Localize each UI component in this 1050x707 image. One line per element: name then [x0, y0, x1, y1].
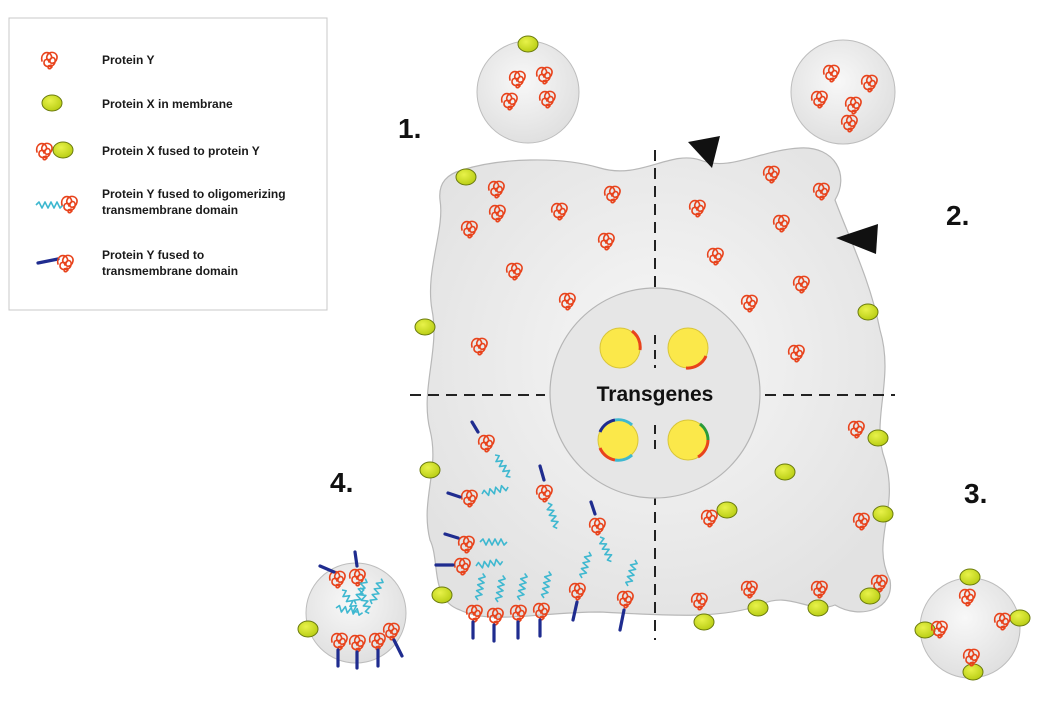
legend-label-x-fused-y: Protein X fused to protein Y: [102, 144, 260, 158]
transgene-3: [597, 418, 639, 462]
arrowhead-2: [836, 224, 878, 254]
legend-icon-y-tm: [36, 254, 74, 273]
transgene-4: [667, 419, 710, 461]
vesicle-2: [790, 39, 896, 145]
vesicle-1: [476, 35, 580, 144]
quadrant-4-contents: [419, 420, 639, 643]
quadrant-label-2: 2.: [946, 200, 969, 231]
legend-label-y-tm-line1: Protein Y fused to: [102, 248, 204, 262]
transgenes-label: Transgenes: [597, 383, 714, 406]
legend-label-y-oligomerizing-tm-line1: Protein Y fused to oligomerizing: [102, 187, 286, 201]
legend-label-protein-y: Protein Y: [102, 53, 154, 67]
legend-label-y-oligomerizing-tm-line2: transmembrane domain: [102, 203, 238, 217]
quadrant-label-1: 1.: [398, 113, 421, 144]
vesicle-4: [297, 550, 407, 670]
legend-label-y-tm-line2: transmembrane domain: [102, 264, 238, 278]
vesicle-3: [914, 568, 1031, 681]
legend-icon-protein-x: [41, 94, 63, 112]
arrowhead-1: [688, 136, 720, 168]
transgene-2: [667, 327, 709, 370]
legend: Protein Y Protein X in membrane Protein …: [8, 17, 328, 311]
legend-label-protein-x: Protein X in membrane: [102, 97, 233, 111]
main-cell: Transgenes: [410, 136, 895, 643]
quadrant-label-4: 4.: [330, 467, 353, 498]
quadrant-label-3: 3.: [964, 478, 987, 509]
transgene-1: [599, 327, 642, 369]
